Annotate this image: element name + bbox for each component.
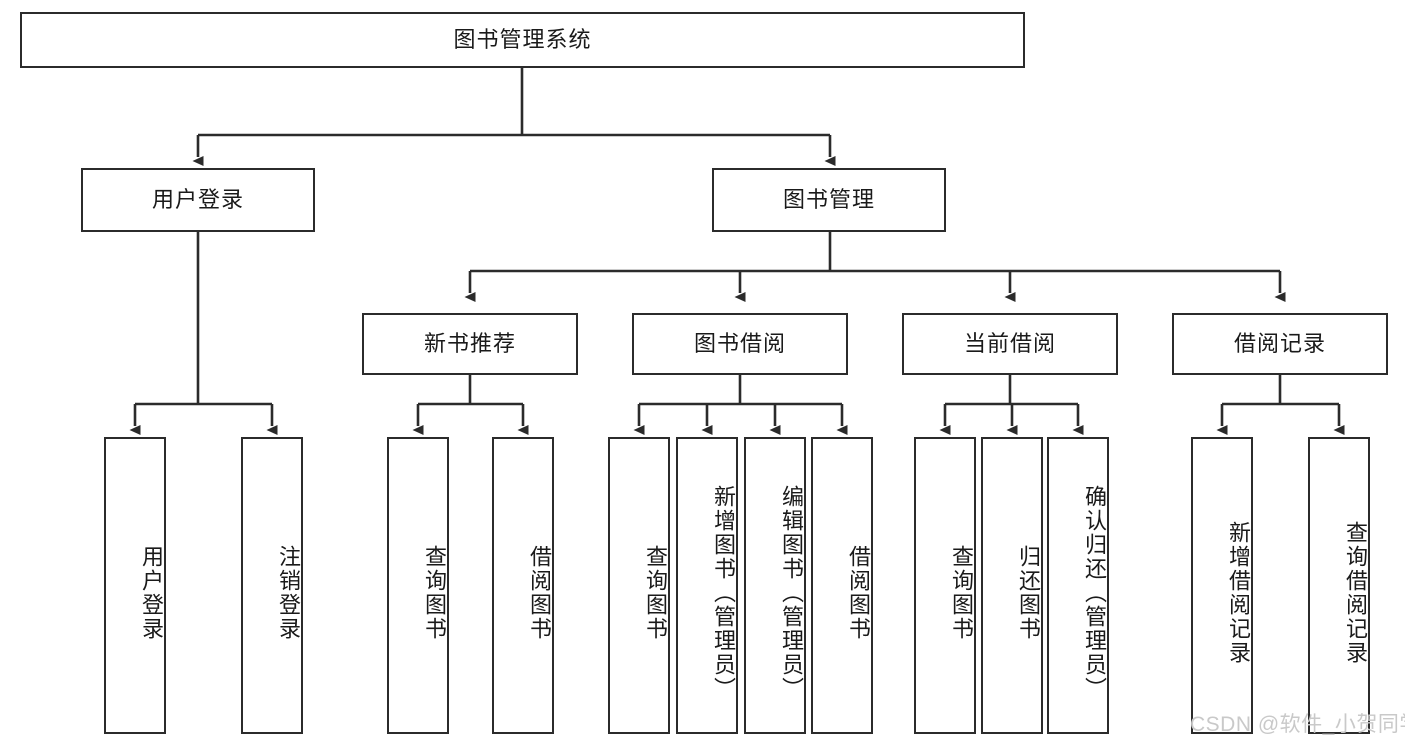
leaf-borrow-book-label: 借阅图书 [846,544,871,641]
leaf-logout-label: 注销登录 [276,544,301,641]
leaf-edit-book-admin-label: 编辑图书（管理员） [779,484,804,701]
node-book-management-label: 图书管理 [782,186,875,212]
leaf-borrow-book[interactable]: 借阅图书 [811,437,873,734]
leaf-confirm-return-admin-label: 确认归还（管理员） [1082,484,1107,701]
leaf-user-login-label: 用户登录 [139,544,164,641]
leaf-query-borrow-record-label: 查询借阅记录 [1343,520,1368,665]
node-borrow-record[interactable]: 借阅记录 [1172,313,1388,375]
leaf-add-book-admin[interactable]: 新增图书（管理员） [676,437,738,734]
node-root[interactable]: 图书管理系统 [20,12,1025,68]
leaf-add-borrow-record[interactable]: 新增借阅记录 [1191,437,1253,734]
leaf-edit-book-admin[interactable]: 编辑图书（管理员） [744,437,806,734]
leaf-borrow-book-recommend[interactable]: 借阅图书 [492,437,554,734]
watermark: CSDN @软件_小贺同学 [1190,713,1405,736]
leaf-query-book-current-label: 查询图书 [949,544,974,641]
leaf-return-book-label: 归还图书 [1016,544,1041,641]
leaf-query-book-borrow[interactable]: 查询图书 [608,437,670,734]
leaf-borrow-book-recommend-label: 借阅图书 [527,544,552,641]
leaf-query-book-borrow-label: 查询图书 [643,544,668,641]
leaf-return-book[interactable]: 归还图书 [981,437,1043,734]
node-book-borrow-label: 图书借阅 [693,330,786,356]
node-new-book-recommend[interactable]: 新书推荐 [362,313,578,375]
node-book-borrow[interactable]: 图书借阅 [632,313,848,375]
leaf-query-book-recommend[interactable]: 查询图书 [387,437,449,734]
node-user-login[interactable]: 用户登录 [81,168,315,232]
leaf-query-book-recommend-label: 查询图书 [422,544,447,641]
node-new-book-recommend-label: 新书推荐 [423,330,516,356]
leaf-query-borrow-record[interactable]: 查询借阅记录 [1308,437,1370,734]
node-book-management[interactable]: 图书管理 [712,168,946,232]
leaf-query-book-current[interactable]: 查询图书 [914,437,976,734]
leaf-user-login[interactable]: 用户登录 [104,437,166,734]
node-user-login-label: 用户登录 [151,186,244,212]
node-current-borrow-label: 当前借阅 [963,330,1056,356]
node-borrow-record-label: 借阅记录 [1233,330,1326,356]
node-root-label: 图书管理系统 [453,26,592,52]
leaf-confirm-return-admin[interactable]: 确认归还（管理员） [1047,437,1109,734]
leaf-logout[interactable]: 注销登录 [241,437,303,734]
leaf-add-book-admin-label: 新增图书（管理员） [711,484,736,701]
node-current-borrow[interactable]: 当前借阅 [902,313,1118,375]
leaf-add-borrow-record-label: 新增借阅记录 [1226,520,1251,665]
